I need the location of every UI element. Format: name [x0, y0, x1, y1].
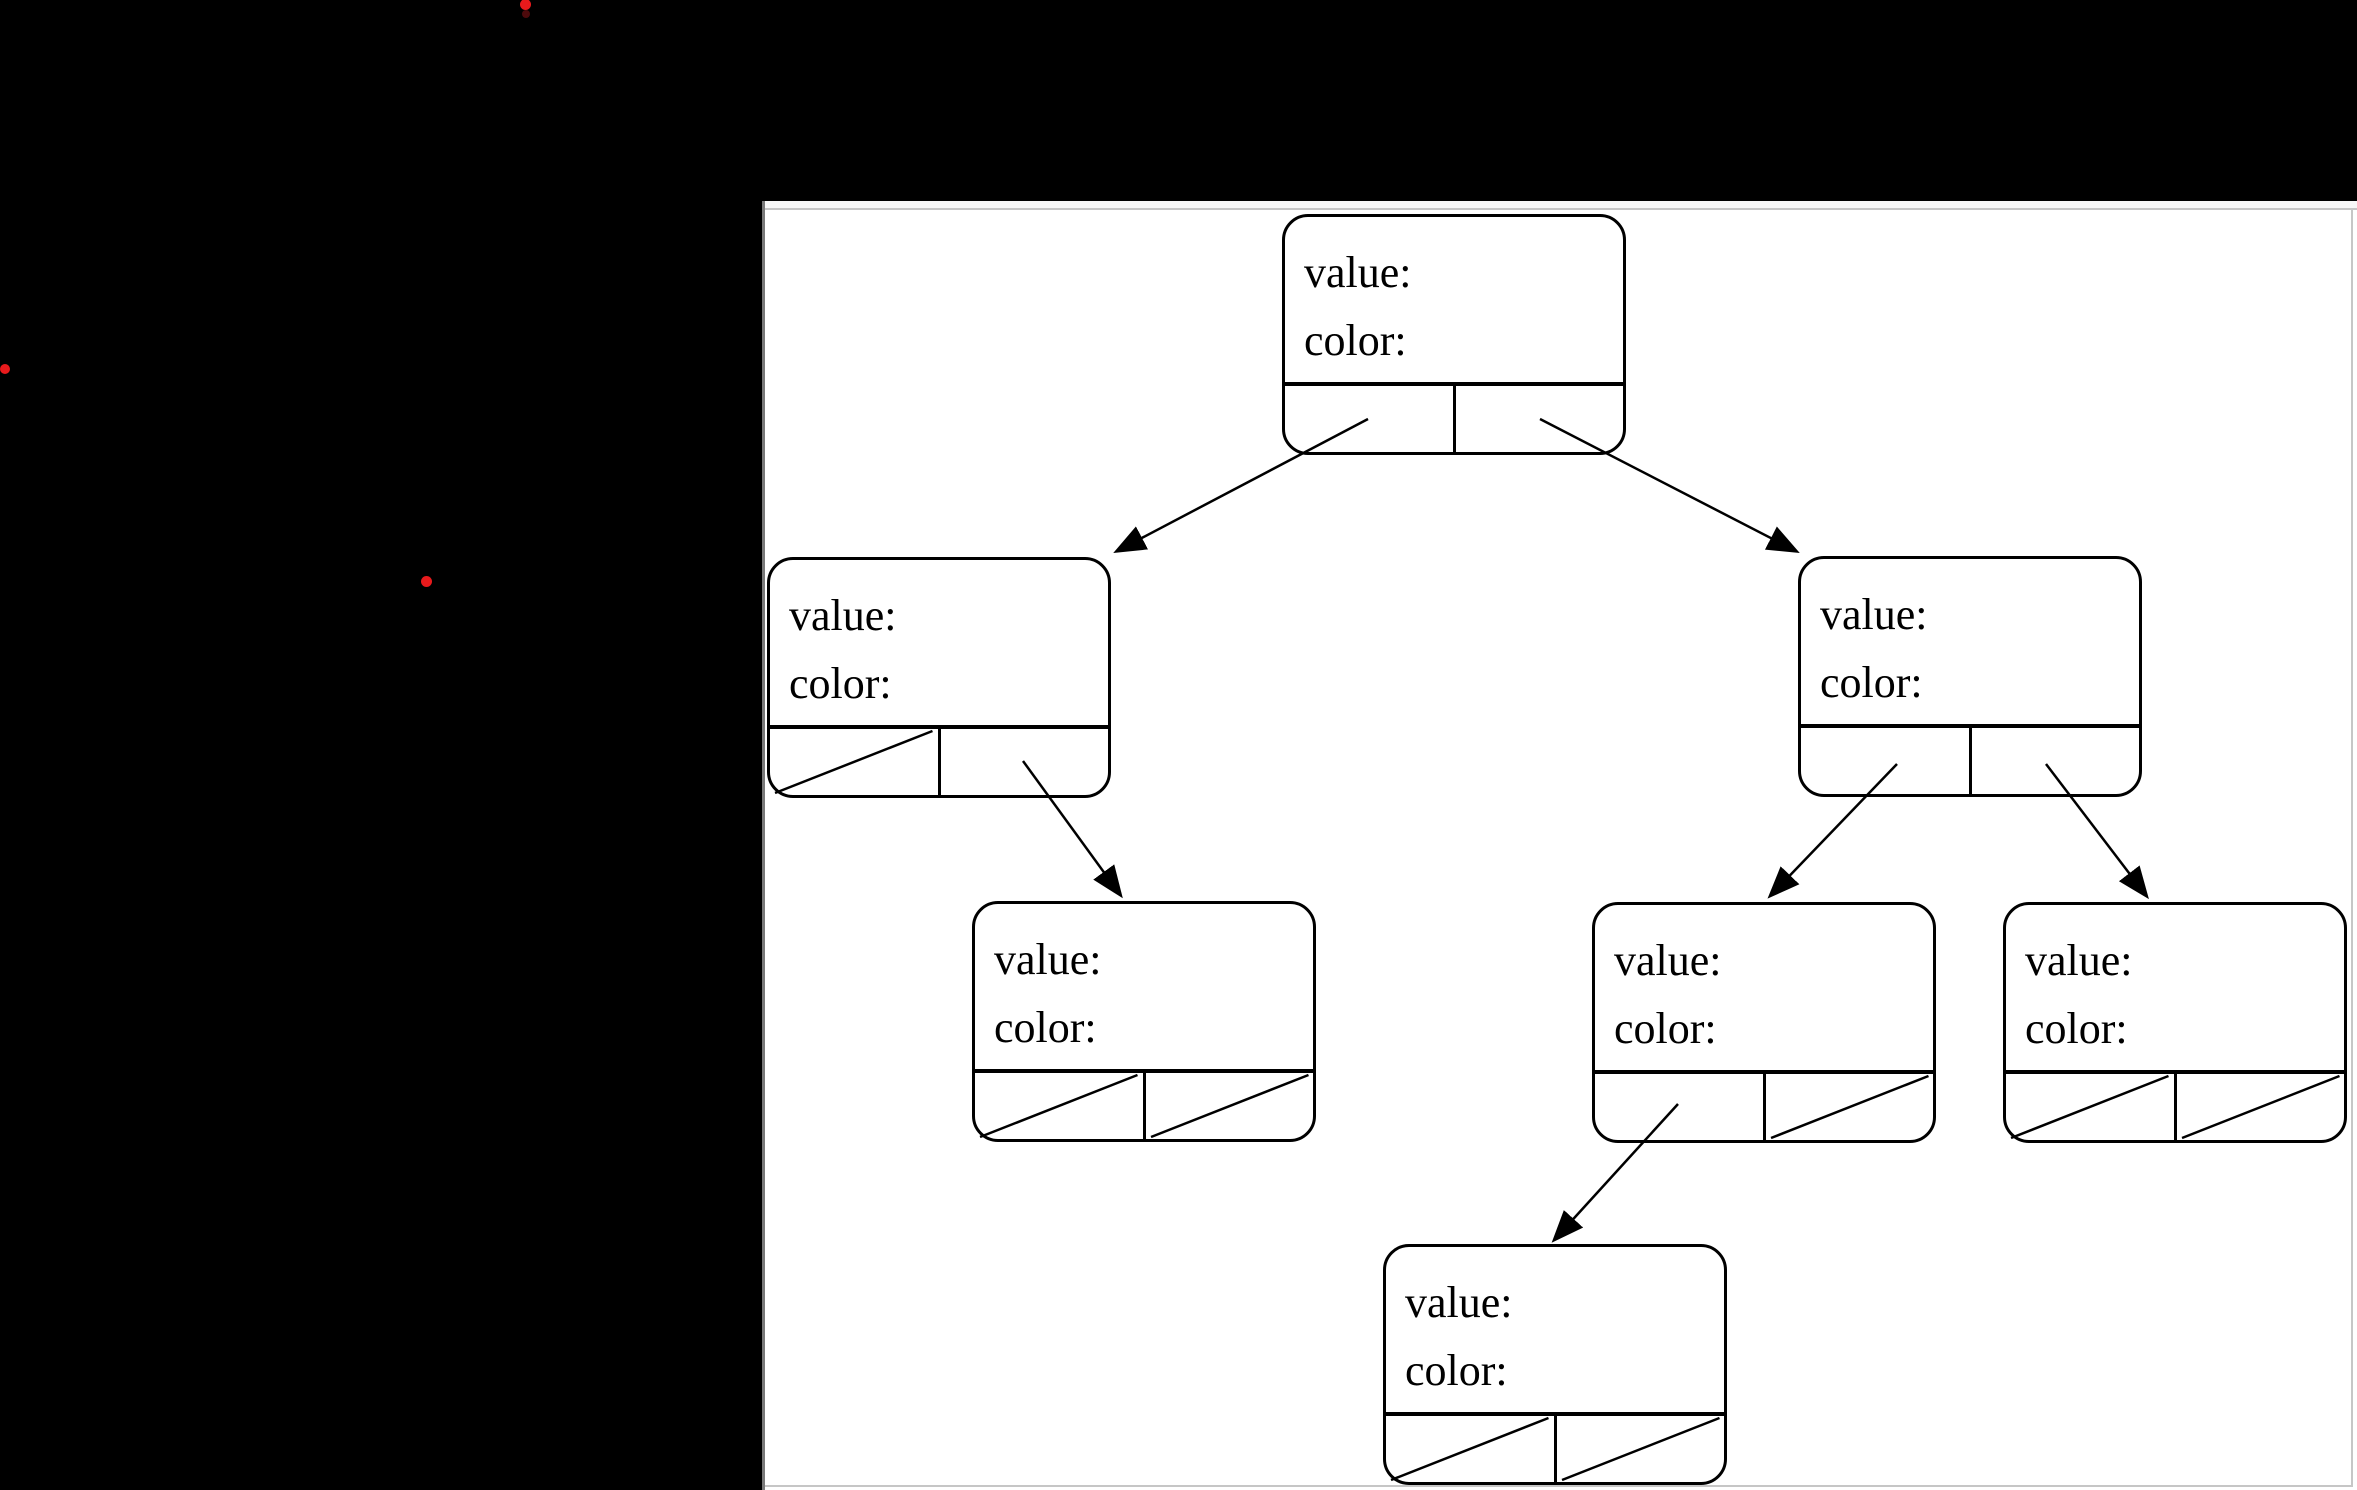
null-pointer-slash [1386, 1416, 1554, 1482]
right-pointer-cell [1762, 1074, 1934, 1140]
right-pointer-cell [1142, 1073, 1314, 1139]
right-pointer-cell [937, 729, 1109, 795]
tree-node-left-right-grandchild: value: color: [972, 901, 1316, 1142]
value-field-label: value: [994, 935, 1102, 984]
node-fields: value: color: [2006, 905, 2344, 1070]
left-pointer-cell [1285, 386, 1453, 452]
node-fields: value: color: [1801, 559, 2139, 724]
node-fields: value: color: [770, 560, 1108, 725]
pointer-row [1285, 382, 1623, 452]
red-dot-annotation [522, 10, 530, 18]
red-dot-annotation [519, 0, 531, 10]
pointer-row [770, 725, 1108, 795]
node-fields: value: color: [1285, 217, 1623, 382]
null-pointer-slash [1146, 1073, 1314, 1139]
null-pointer-slash [2006, 1074, 2174, 1140]
right-pointer-cell [1452, 386, 1624, 452]
left-pointer-cell [975, 1073, 1143, 1139]
right-pointer-cell [2173, 1074, 2345, 1140]
pointer-row [1595, 1070, 1933, 1140]
right-pointer-cell [1553, 1416, 1725, 1482]
value-field-label: value: [1614, 936, 1722, 985]
node-fields: value: color: [975, 904, 1313, 1069]
page-top-strip [762, 201, 2357, 210]
tree-node-right-left-grandchild: value: color: [1592, 902, 1936, 1143]
value-field-label: value: [1820, 590, 1928, 639]
color-field-label: color: [789, 659, 892, 708]
color-field-label: color: [1304, 316, 1407, 365]
left-pointer-cell [2006, 1074, 2174, 1140]
null-pointer-slash [1766, 1074, 1934, 1140]
value-field-label: value: [2025, 936, 2133, 985]
tree-node-great-grandchild: value: color: [1383, 1244, 1727, 1485]
page-right-border [2351, 210, 2353, 1486]
pointer-row [2006, 1070, 2344, 1140]
left-pointer-cell [1386, 1416, 1554, 1482]
null-pointer-slash [975, 1073, 1143, 1139]
null-pointer-slash [1557, 1416, 1725, 1482]
node-fields: value: color: [1386, 1247, 1724, 1412]
color-field-label: color: [994, 1003, 1097, 1052]
right-pointer-cell [1968, 728, 2140, 794]
left-pointer-cell [770, 729, 938, 795]
red-dot-annotation [0, 364, 10, 374]
null-pointer-slash [770, 729, 938, 795]
left-pointer-cell [1801, 728, 1969, 794]
pointer-row [975, 1069, 1313, 1139]
color-field-label: color: [1820, 658, 1923, 707]
left-pointer-cell [1595, 1074, 1763, 1140]
red-dot-annotation [420, 575, 432, 587]
pointer-row [1386, 1412, 1724, 1482]
page-left-border [762, 201, 765, 1490]
color-field-label: color: [1614, 1004, 1717, 1053]
tree-node-root: value: color: [1282, 214, 1626, 455]
value-field-label: value: [1304, 248, 1412, 297]
node-fields: value: color: [1595, 905, 1933, 1070]
color-field-label: color: [2025, 1004, 2128, 1053]
tree-node-left-child: value: color: [767, 557, 1111, 798]
color-field-label: color: [1405, 1346, 1508, 1395]
page-bottom-border [765, 1485, 2353, 1487]
value-field-label: value: [1405, 1278, 1513, 1327]
tree-node-right-right-grandchild: value: color: [2003, 902, 2347, 1143]
null-pointer-slash [2177, 1074, 2345, 1140]
pointer-row [1801, 724, 2139, 794]
tree-node-right-child: value: color: [1798, 556, 2142, 797]
value-field-label: value: [789, 591, 897, 640]
